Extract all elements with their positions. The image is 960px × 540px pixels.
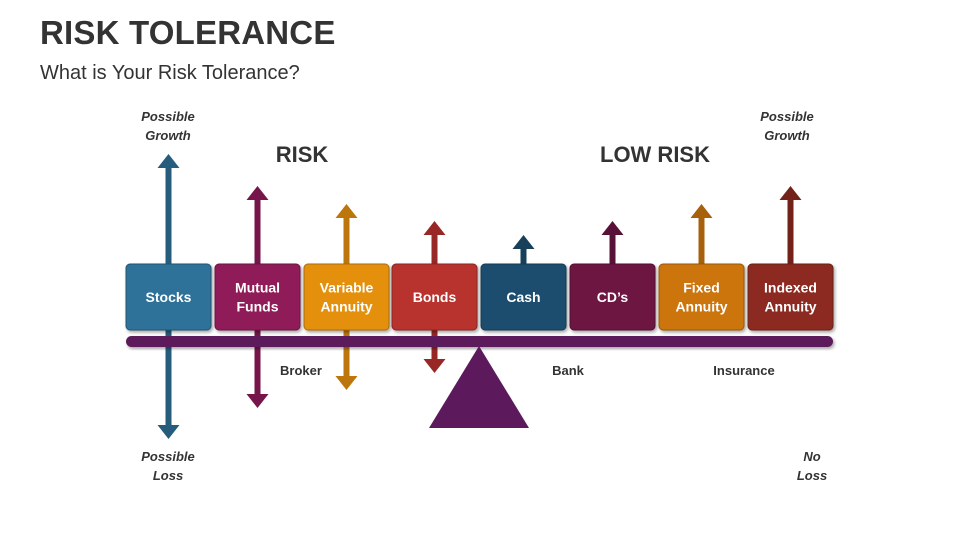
stocks-box: Stocks [125, 263, 212, 331]
fixed-annuity-label-line-2: Annuity [675, 299, 727, 315]
bonds-label-line-1: Bonds [413, 289, 457, 305]
bank-label: Bank [552, 363, 585, 378]
indexed-annuity-label-line-1: Indexed [764, 280, 817, 296]
bonds-down-arrow [423, 328, 446, 373]
fixed-annuity-up-arrow [690, 204, 713, 265]
caption-right-top-line-1: Possible [760, 109, 813, 124]
cash-up-arrow [512, 235, 535, 265]
caption-left-top-line-1: Possible [141, 109, 194, 124]
variable-annuity-down-arrow [335, 328, 358, 390]
mutual-funds-up-arrow [246, 186, 269, 265]
variable-annuity-label-line-2: Annuity [320, 299, 372, 315]
caption-right-bottom-line-1: No [803, 449, 820, 464]
stocks-label-line-1: Stocks [146, 289, 192, 305]
mutual-funds-label-line-1: Mutual [235, 280, 280, 296]
caption-right-bottom-line-2: Loss [797, 468, 827, 483]
balance-beam [126, 336, 833, 347]
indexed-annuity-label-line-2: Annuity [764, 299, 816, 315]
indexed-annuity-up-arrow [779, 186, 802, 265]
caption-left-bottom-line-2: Loss [153, 468, 183, 483]
cash-label-line-1: Cash [506, 289, 540, 305]
slide-title: RISK TOLERANCE [40, 14, 336, 51]
slide-subtitle: What is Your Risk Tolerance? [40, 62, 300, 84]
cash-box: Cash [480, 263, 567, 331]
arrows-layer [157, 154, 802, 439]
mutual-funds-label-line-2: Funds [237, 299, 279, 315]
variable-annuity-label-line-1: Variable [320, 280, 374, 296]
fulcrum-triangle [429, 346, 529, 428]
bonds-up-arrow [423, 221, 446, 265]
stocks-down-arrow [157, 328, 180, 439]
low-risk-heading: LOW RISK [600, 142, 710, 167]
caption-left-top-line-2: Growth [145, 128, 191, 143]
broker-label: Broker [280, 363, 322, 378]
risk-heading: RISK [276, 142, 329, 167]
bonds-box: Bonds [391, 263, 478, 331]
fixed-annuity-label-line-1: Fixed [683, 280, 720, 296]
variable-annuity-up-arrow [335, 204, 358, 265]
insurance-label: Insurance [713, 363, 774, 378]
caption-right-top-line-2: Growth [764, 128, 810, 143]
stocks-up-arrow [157, 154, 180, 265]
mutual-funds-down-arrow [246, 328, 269, 408]
cds-box: CD’s [569, 263, 656, 331]
cds-up-arrow [601, 221, 624, 265]
caption-left-bottom-line-1: Possible [141, 449, 194, 464]
cds-label-line-1: CD’s [597, 289, 629, 305]
